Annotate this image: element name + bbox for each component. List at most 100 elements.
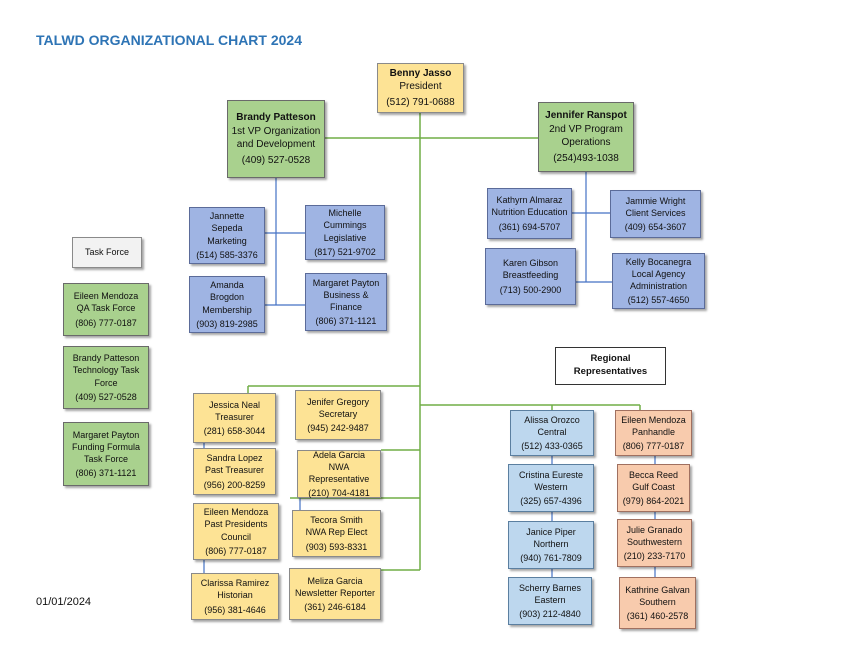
staff-phone: (713) 500-2900 xyxy=(499,284,562,295)
president-role: President xyxy=(399,81,442,93)
vp1-name: Brandy Patteson xyxy=(236,112,316,123)
region-rep-name: Kathrine Galvan xyxy=(625,584,690,595)
member-phone: (806) 777-0187 xyxy=(75,317,137,328)
staff-marketing: Jannette Sepeda Marketing (514) 585-3376 xyxy=(189,207,265,264)
staff-phone: (409) 654-3607 xyxy=(624,222,687,233)
staff-name: Jammie Wright xyxy=(625,195,686,206)
staff-client-services: Jammie Wright Client Services (409) 654-… xyxy=(610,190,701,238)
officer-newsletter-reporter: Meliza Garcia Newsletter Reporter (361) … xyxy=(289,568,381,620)
member-name: Brandy Patteson xyxy=(72,353,140,364)
member-name: Eileen Mendoza xyxy=(73,291,139,302)
staff-phone: (903) 819-2985 xyxy=(196,318,258,329)
region-rep-name: Becca Reed xyxy=(628,469,679,480)
task-force-member: Brandy Patteson Technology Task Force (4… xyxy=(63,346,149,409)
officer-name: Jessica Neal xyxy=(208,399,261,410)
staff-name: Kathyrn Almaraz xyxy=(496,195,563,206)
officer-phone: (361) 246-6184 xyxy=(304,602,366,613)
region-name: Eastern xyxy=(534,594,566,605)
member-role: Technology Task Force xyxy=(72,365,140,388)
president-name: Benny Jasso xyxy=(389,67,452,79)
staff-role: Breastfeeding xyxy=(502,270,559,281)
officer-secretary: Jenifer Gregory Secretary (945) 242-9487 xyxy=(295,390,381,440)
staff-phone: (806) 371-1121 xyxy=(315,316,377,327)
region-western: Cristina Eureste Western (325) 657-4396 xyxy=(508,464,594,512)
officer-role: Treasurer xyxy=(215,411,254,422)
officer-nwa-representative: Adela Garcia NWA Representative (210) 70… xyxy=(297,450,381,498)
task-force-header: Task Force xyxy=(72,237,142,268)
officer-role: NWA Representative xyxy=(308,461,370,484)
member-phone: (409) 527-0528 xyxy=(75,391,137,402)
chart-date: 01/01/2024 xyxy=(36,596,92,608)
officer-phone: (903) 593-8331 xyxy=(305,541,368,552)
region-name: Panhandle xyxy=(631,426,676,437)
staff-phone: (512) 557-4650 xyxy=(627,295,690,306)
staff-business-finance: Margaret Payton Business & Finance (806)… xyxy=(305,273,387,331)
region-northern: Janice Piper Northern (940) 761-7809 xyxy=(508,521,594,569)
region-rep-phone: (979) 864-2021 xyxy=(622,496,685,507)
member-role: Funding Formula Task Force xyxy=(71,441,141,464)
staff-phone: (514) 585-3376 xyxy=(196,249,258,260)
region-rep-name: Janice Piper xyxy=(526,526,576,537)
staff-name: Karen Gibson xyxy=(502,258,559,269)
region-rep-name: Cristina Eureste xyxy=(518,469,584,480)
region-southern: Kathrine Galvan Southern (361) 460-2578 xyxy=(619,577,696,629)
region-gulf-coast: Becca Reed Gulf Coast (979) 864-2021 xyxy=(617,464,690,512)
region-rep-name: Julie Granado xyxy=(626,524,683,535)
officer-treasurer: Jessica Neal Treasurer (281) 658-3044 xyxy=(193,393,276,443)
region-eastern: Scherry Barnes Eastern (903) 212-4840 xyxy=(508,577,592,625)
president-box: Benny Jasso President (512) 791-0688 xyxy=(377,63,464,113)
regional-header: Regional Representatives xyxy=(555,347,666,385)
vp2-name: Jennifer Ranspot xyxy=(545,110,627,121)
officer-role: Newsletter Reporter xyxy=(294,587,376,598)
staff-role: Client Services xyxy=(625,207,686,218)
staff-breastfeeding: Karen Gibson Breastfeeding (713) 500-290… xyxy=(485,248,576,305)
officer-name: Eileen Mendoza xyxy=(203,507,269,518)
task-force-member: Eileen Mendoza QA Task Force (806) 777-0… xyxy=(63,283,149,336)
staff-name: Kelly Bocanegra xyxy=(625,256,692,267)
region-name: Gulf Coast xyxy=(632,481,675,492)
staff-local-agency-admin: Kelly Bocanegra Local Agency Administrat… xyxy=(612,253,705,309)
region-rep-phone: (940) 761-7809 xyxy=(520,553,582,564)
region-name: Northern xyxy=(533,538,569,549)
regional-header-label: Regional Representatives xyxy=(573,353,648,377)
staff-membership: Amanda Brogdon Membership (903) 819-2985 xyxy=(189,276,265,333)
region-central: Alissa Orozco Central (512) 433-0365 xyxy=(510,410,594,456)
officer-phone: (956) 200-8259 xyxy=(203,479,266,490)
staff-role: Nutrition Education xyxy=(491,207,568,218)
officer-role: Historian xyxy=(217,590,253,601)
region-rep-phone: (806) 777-0187 xyxy=(622,441,685,452)
vp2-box: Jennifer Ranspot 2nd VP Program Operatio… xyxy=(538,102,634,172)
region-rep-phone: (361) 460-2578 xyxy=(626,611,689,622)
officer-name: Meliza Garcia xyxy=(307,575,363,586)
officer-phone: (210) 704-4181 xyxy=(308,488,370,499)
region-rep-name: Alissa Orozco xyxy=(524,414,580,425)
officer-historian: Clarissa Ramirez Historian (956) 381-464… xyxy=(191,573,279,620)
staff-phone: (361) 694-5707 xyxy=(498,221,561,232)
officer-phone: (806) 777-0187 xyxy=(205,545,267,556)
task-force-member: Margaret Payton Funding Formula Task For… xyxy=(63,422,149,486)
vp2-role: 2nd VP Program Operations xyxy=(549,123,623,149)
region-rep-name: Scherry Barnes xyxy=(518,582,582,593)
member-phone: (806) 371-1121 xyxy=(75,468,137,479)
staff-role: Membership xyxy=(202,304,252,315)
region-name: Central xyxy=(537,426,567,437)
region-rep-phone: (903) 212-4840 xyxy=(519,609,581,620)
region-name: Southwestern xyxy=(626,536,683,547)
officer-nwa-rep-elect: Tecora Smith NWA Rep Elect (903) 593-833… xyxy=(292,510,381,557)
vp1-phone: (409) 527-0528 xyxy=(241,154,311,166)
officer-name: Jenifer Gregory xyxy=(306,396,370,407)
member-name: Margaret Payton xyxy=(72,429,140,440)
member-role: QA Task Force xyxy=(76,303,136,314)
officer-name: Adela Garcia xyxy=(312,449,366,460)
officer-past-presidents-council: Eileen Mendoza Past Presidents Council (… xyxy=(193,503,279,560)
officer-role: NWA Rep Elect xyxy=(305,527,368,538)
president-phone: (512) 791-0688 xyxy=(386,96,455,108)
officer-role: Past Treasurer xyxy=(204,465,265,476)
officer-name: Sandra Lopez xyxy=(206,453,263,464)
officer-past-treasurer: Sandra Lopez Past Treasurer (956) 200-82… xyxy=(193,448,276,495)
chart-title: TALWD ORGANIZATIONAL CHART 2024 xyxy=(36,32,303,48)
staff-name: Jannette Sepeda xyxy=(209,211,245,234)
staff-phone: (817) 521-9702 xyxy=(314,246,376,257)
vp1-role: 1st VP Organization and Development xyxy=(231,125,321,151)
region-name: Western xyxy=(534,481,568,492)
